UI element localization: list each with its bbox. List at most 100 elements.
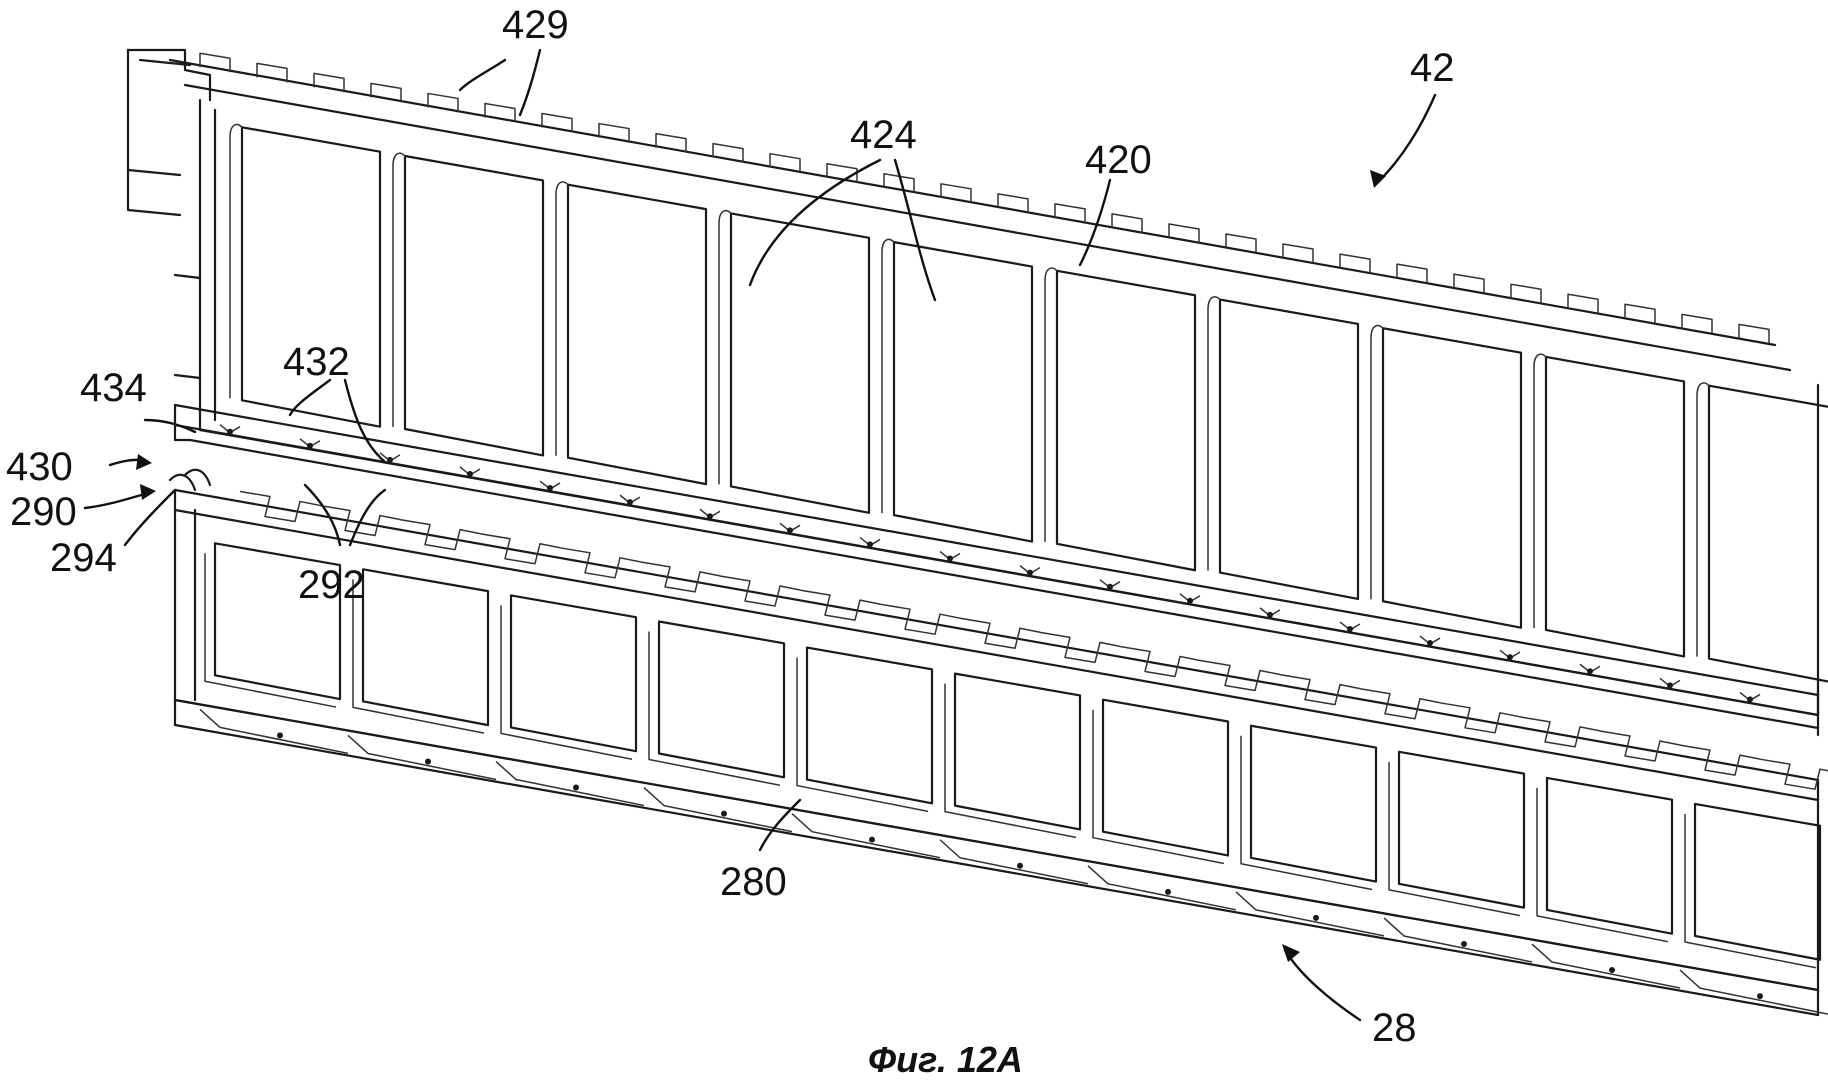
base-strut [1680,970,1828,1014]
lower-notch [400,520,480,550]
top-rail-tabs [200,53,1769,343]
arrow-430 [136,454,152,470]
lower-window [955,674,1080,830]
leader-429a [460,60,505,90]
lower-window [363,569,488,725]
channel-node-dot [227,429,233,435]
upper-window-rib [230,125,242,399]
base-strut [348,735,496,779]
lower-notch [720,576,800,606]
upper-panel-windows [230,125,1828,686]
ref-label-290: 290 [10,492,77,532]
channel-node-dot [707,513,713,519]
lower-notch [240,491,320,521]
arrow-42 [1370,170,1386,188]
ref-label-432: 432 [283,342,350,382]
channel-node-dot [787,527,793,533]
lower-window-rib [1537,788,1668,942]
lower-notch [480,534,560,564]
base-fastener [1165,889,1171,895]
lower-notch [1040,632,1120,662]
upper-window [731,213,869,512]
channel-node-dot [1507,654,1513,660]
figure-caption: Фиг. 12А [868,1042,1023,1078]
lower-window [511,595,636,751]
lower-window [1399,752,1524,908]
upper-window-rib [1697,383,1709,657]
base-strut [496,762,644,806]
lower-notch [1360,689,1440,719]
lower-panel-windows [205,543,1820,967]
lower-notch [1200,661,1280,691]
lower-window [659,621,784,777]
channel-node-dot [1667,682,1673,688]
base-strut [1532,944,1680,988]
base-strut [1384,918,1532,962]
base-fastener [277,732,283,738]
upper-window-rib [719,211,731,485]
upper-window [568,185,706,484]
upper-window [894,242,1032,541]
channel-node-dot [867,541,873,547]
base-fastener [1461,941,1467,947]
upper-window-rib [1208,297,1220,571]
lower-notch [1120,646,1200,676]
lower-window-rib [1389,762,1520,916]
ref-label-294: 294 [50,538,117,578]
channel-node-dot [547,485,553,491]
base-fastener [869,837,875,843]
channel-node-dot [1747,696,1753,702]
lower-notch [640,562,720,592]
ref-label-434: 434 [80,368,147,408]
lower-window [1695,804,1820,960]
leader-429b [520,50,540,115]
channel-node-dot [1187,598,1193,604]
lower-window [1103,700,1228,856]
channel-node-dot [467,471,473,477]
lower-window-rib [353,579,484,733]
base-fastener [573,785,579,791]
lower-notch [1280,675,1360,705]
upper-window-rib [882,239,894,513]
ref-label-420: 420 [1085,140,1152,180]
arrow-28 [1282,944,1300,962]
channel-node-dot [387,457,393,463]
lower-notch [880,604,960,634]
base-strut [644,788,792,832]
leader-424a [750,160,880,285]
base-fastener [721,811,727,817]
base-fastener [1017,863,1023,869]
lower-window [1547,778,1672,934]
lower-panel-notches-292 [240,491,1828,789]
lower-panel-28 [170,470,1828,1015]
upper-window [1709,386,1828,685]
lower-window [807,648,932,804]
base-strut [940,840,1088,884]
lower-window [1251,726,1376,882]
lower-window-rib [501,605,632,759]
leader-42 [1380,95,1435,180]
channel-node-dot [307,443,313,449]
lower-notch [1440,703,1520,733]
lower-notch [1520,717,1600,747]
lower-window-rib [1241,736,1372,890]
lower-window-rib [945,684,1076,838]
ref-label-280: 280 [720,862,787,902]
channel-node-dot [947,556,953,562]
lower-notch [1680,745,1760,775]
lower-window-rib [1685,814,1816,968]
channel-node-dot [1347,626,1353,632]
base-strut [200,709,348,753]
channel-node-dot [1107,584,1113,590]
channel-node-dot [627,499,633,505]
upper-window-rib [1534,354,1546,628]
ref-label-429: 429 [502,5,569,45]
channel-node-dot [1267,612,1273,618]
upper-window-rib [1371,326,1383,600]
ref-label-292: 292 [298,565,365,605]
channel-node-dot [1587,668,1593,674]
base-strut [792,814,940,858]
channel-node-dot [1427,640,1433,646]
leader-434 [145,420,195,432]
